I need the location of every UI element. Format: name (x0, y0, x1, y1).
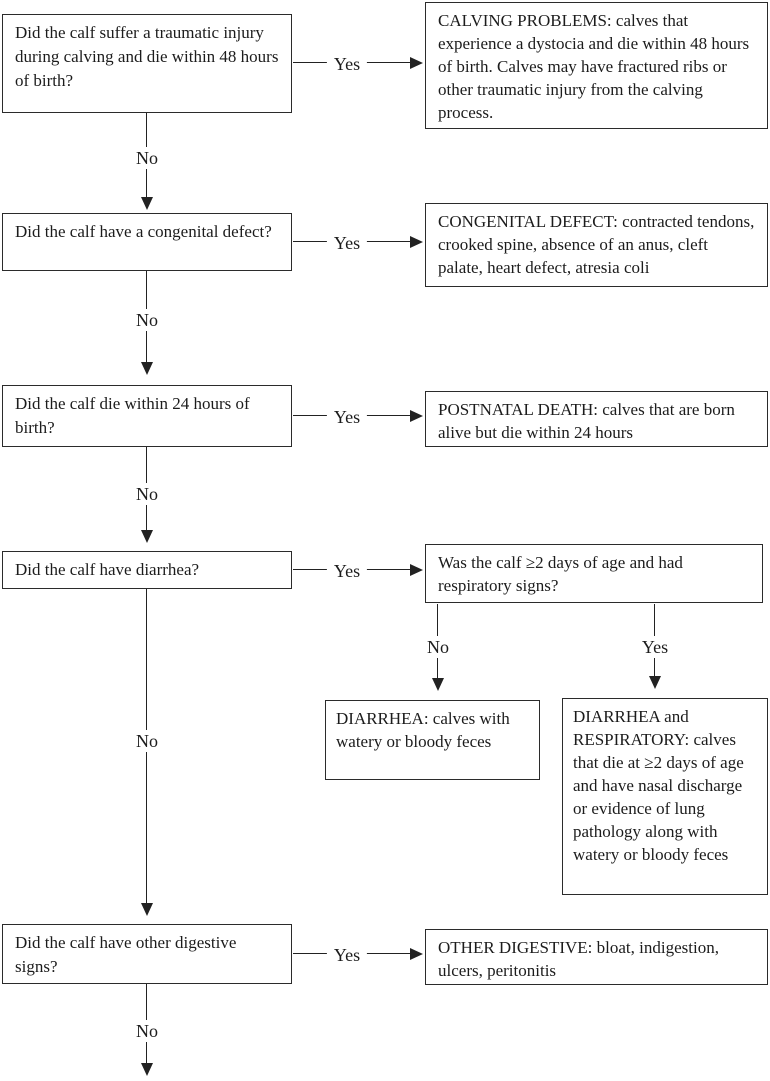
yes-label: Yes (634, 636, 676, 658)
arrowhead-down-icon (141, 362, 153, 375)
question-box-traumatic-injury: Did the calf suffer a traumatic injury d… (2, 14, 292, 113)
yes-label: Yes (326, 53, 368, 75)
arrowhead-down-icon (141, 197, 153, 210)
no-label: No (420, 636, 456, 658)
outcome-box-postnatal-death: POSTNATAL DEATH: calves that are born al… (425, 391, 768, 447)
outcome-box-diarrhea-respiratory: DIARRHEA and RESPIRATORY: calves that di… (562, 698, 768, 895)
arrowhead-right-icon (410, 236, 423, 248)
outcome-box-calving-problems: CALVING PROBLEMS: calves that experience… (425, 2, 768, 129)
arrowhead-right-icon (410, 410, 423, 422)
no-label: No (129, 1020, 165, 1042)
arrowhead-right-icon (410, 948, 423, 960)
outcome-text: OTHER DIGESTIVE: bloat, indigestion, ulc… (438, 938, 719, 980)
no-label: No (129, 309, 165, 331)
outcome-box-congenital-defect: CONGENITAL DEFECT: contracted tendons, c… (425, 203, 768, 287)
question-text: Did the calf suffer a traumatic injury d… (15, 23, 279, 90)
arrowhead-down-icon (141, 1063, 153, 1076)
outcome-text: DIARRHEA: calves with watery or bloody f… (336, 709, 510, 751)
outcome-text: CONGENITAL DEFECT: contracted tendons, c… (438, 212, 755, 277)
arrowhead-down-icon (141, 530, 153, 543)
question-box-age-respiratory: Was the calf ≥2 days of age and had resp… (425, 544, 763, 603)
arrowhead-down-icon (432, 678, 444, 691)
no-label: No (129, 483, 165, 505)
yes-label: Yes (326, 944, 368, 966)
question-text: Was the calf ≥2 days of age and had resp… (438, 553, 683, 595)
no-label: No (129, 147, 165, 169)
outcome-text: DIARRHEA and RESPIRATORY: calves that di… (573, 707, 744, 864)
question-text: Did the calf have diarrhea? (15, 560, 200, 579)
question-box-other-digestive: Did the calf have other digestive signs? (2, 924, 292, 984)
no-label: No (129, 730, 165, 752)
question-text: Did the calf have a congenital defect? (15, 222, 272, 241)
arrowhead-down-icon (141, 903, 153, 916)
yes-label: Yes (326, 560, 368, 582)
outcome-box-other-digestive: OTHER DIGESTIVE: bloat, indigestion, ulc… (425, 929, 768, 985)
arrowhead-right-icon (410, 564, 423, 576)
outcome-text: POSTNATAL DEATH: calves that are born al… (438, 400, 735, 442)
question-box-diarrhea: Did the calf have diarrhea? (2, 551, 292, 589)
yes-label: Yes (326, 232, 368, 254)
outcome-box-diarrhea: DIARRHEA: calves with watery or bloody f… (325, 700, 540, 780)
outcome-text: CALVING PROBLEMS: calves that experience… (438, 11, 750, 122)
question-text: Did the calf have other digestive signs? (15, 933, 237, 976)
question-text: Did the calf die within 24 hours of birt… (15, 394, 250, 437)
question-box-die-24-hours: Did the calf die within 24 hours of birt… (2, 385, 292, 447)
arrowhead-down-icon (649, 676, 661, 689)
arrowhead-right-icon (410, 57, 423, 69)
yes-label: Yes (326, 406, 368, 428)
question-box-congenital-defect: Did the calf have a congenital defect? (2, 213, 292, 271)
